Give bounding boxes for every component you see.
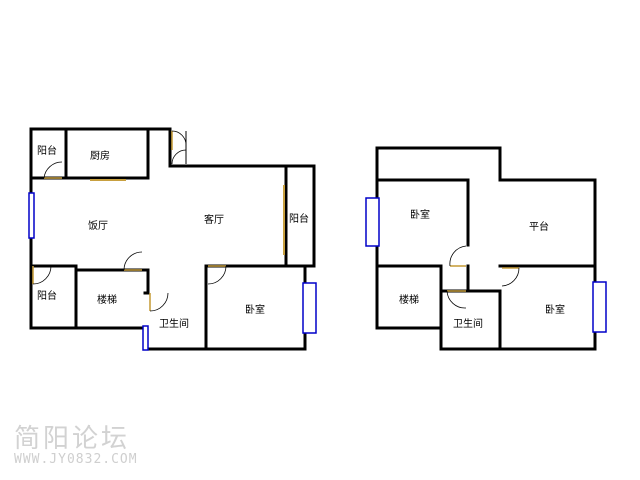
bedroom-window — [302, 282, 317, 334]
upper-outer-wall — [375, 146, 597, 351]
room-label-dining: 饭厅 — [88, 220, 108, 232]
room-label-upper-bathroom: 卫生间 — [453, 317, 483, 330]
room-label-bathroom: 卫生间 — [159, 317, 189, 330]
watermark-logo: 简阳论坛 — [14, 424, 131, 454]
room-label-balcony-right: 阳台 — [289, 212, 309, 225]
entry-door — [171, 130, 187, 165]
room-label-upper-bedroom-left: 卧室 — [410, 208, 430, 221]
room-label-balcony-bottom: 阳台 — [37, 289, 57, 302]
balcony-top-door — [43, 161, 63, 179]
upper-bedroom-door — [449, 245, 467, 267]
bathroom-window — [142, 325, 149, 351]
room-label-living: 客厅 — [204, 213, 224, 226]
upper-bedroom-right-window — [592, 281, 607, 333]
room-label-bedroom: 卧室 — [245, 303, 265, 316]
room-label-kitchen: 厨房 — [90, 149, 110, 162]
upper-inner-walls — [375, 178, 597, 351]
upper-floor-plan: 卧室 平台 楼梯 卫生间 卧室 — [365, 146, 607, 351]
dining-window — [28, 192, 35, 239]
room-label-stairs: 楼梯 — [97, 293, 117, 306]
bathroom-door — [149, 292, 169, 312]
room-label-upper-bedroom-right: 卧室 — [545, 303, 565, 316]
balcony-bottom-door — [32, 265, 52, 285]
watermark-url: WWW.JY0832.COM — [14, 452, 138, 467]
upper-bathroom-door — [446, 290, 467, 309]
lower-floor-plan: 阳台 厨房 饭厅 客厅 阳台 阳台 楼梯 卫生间 卧室 — [28, 127, 317, 351]
room-label-balcony-top: 阳台 — [37, 144, 57, 157]
room-label-upper-stairs: 楼梯 — [399, 293, 419, 306]
lower-inner-walls — [29, 264, 307, 351]
upper-bedroom-window — [365, 197, 380, 247]
room-label-terrace: 平台 — [529, 220, 549, 233]
stairs-door — [123, 251, 143, 271]
bedroom-door — [207, 265, 227, 285]
upper-bedroom-right-door — [501, 267, 520, 287]
